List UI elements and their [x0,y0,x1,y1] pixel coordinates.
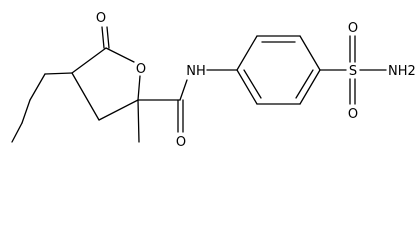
sulfur-label: S [349,64,357,79]
amide-nh-label: NH [186,64,206,79]
sulfonyl-oxygen-top-label: O [348,21,358,36]
bond-lactone-co-b [106,26,110,49]
bond-butyl-1 [11,122,23,143]
sulfonamide-nh2-label: NH2 [388,64,416,79]
molecule-structure: O O NH O S O O NH2 [11,11,416,150]
bond-c2-ring-o [137,75,141,101]
bond-ring-o-c5 [105,47,135,63]
bond-ar-6 [236,69,258,105]
bond-ar-4 [299,69,321,105]
bond-ar-1 [236,35,258,71]
bond-c3-c2 [98,99,139,121]
bond-c4-c3 [71,72,100,121]
bond-amide-c-n [179,79,188,101]
bond-ar-3 [299,35,321,71]
amide-oxygen-label: O [176,135,186,150]
bond-c5-c4 [71,47,107,74]
bond-butyl-2 [21,99,31,124]
sulfonyl-oxygen-bottom-label: O [348,107,358,122]
bond-ar-inner-3 [243,69,262,99]
bond-butyl-4 [44,72,73,75]
bond-ar-inner-2 [295,69,314,99]
ring-oxygen-label: O [136,62,146,77]
bond-methyl [137,99,140,143]
bond-lactone-co-a [101,26,105,49]
structure-canvas: O O NH O S O O NH2 [11,11,416,150]
lactone-carbonyl-oxygen-label: O [96,11,106,26]
bond-butyl-3 [29,73,46,101]
